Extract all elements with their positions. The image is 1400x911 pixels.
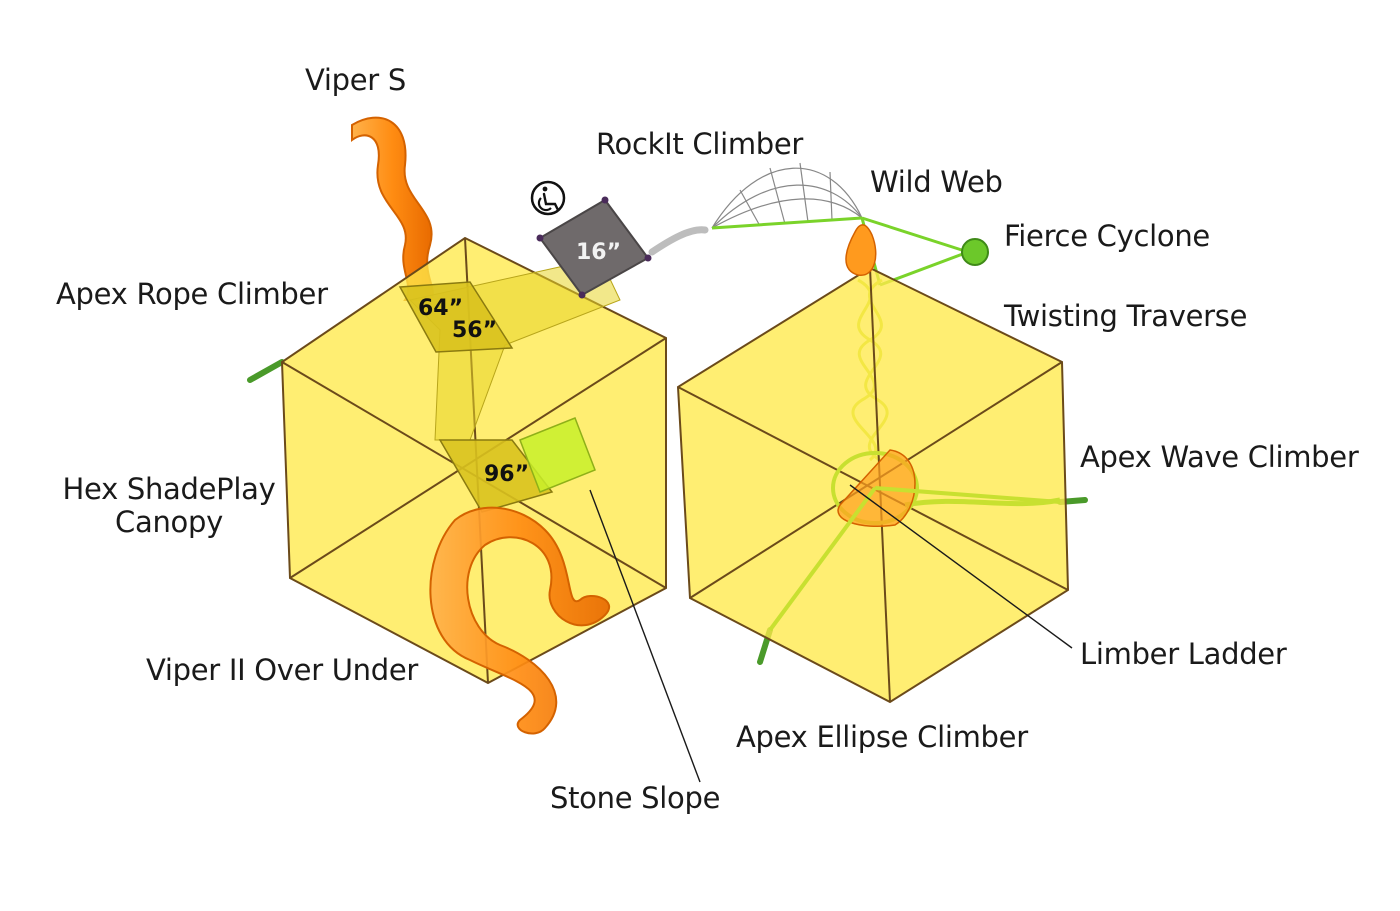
label-stone-slope: Stone Slope (550, 781, 721, 815)
label-apex-wave-climber: Apex Wave Climber (1080, 440, 1359, 474)
stone-slope-panel (519, 417, 596, 493)
label-viper-ii-over-under: Viper II Over Under (146, 653, 419, 687)
label-wild-web: Wild Web (870, 165, 1003, 199)
label-limber-ladder: Limber Ladder (1080, 637, 1287, 671)
deck-height-16: 16” (576, 240, 622, 265)
label-apex-ellipse-climber: Apex Ellipse Climber (736, 720, 1028, 754)
rockit-corner-pegs (536, 196, 652, 299)
label-viper-s: Viper S (305, 63, 406, 97)
wild-web-net (711, 162, 863, 229)
label-rockit-climber: RockIt Climber (596, 127, 804, 161)
viper-ii-over-under-slide (429, 506, 611, 735)
deck-height-56: 56” (452, 318, 498, 343)
rockit-chain (648, 226, 709, 256)
fierce-cyclone-body (845, 224, 877, 276)
climber-legs (768, 486, 1061, 632)
fierce-cyclone-disc (961, 238, 989, 266)
deck-64-56 (398, 281, 514, 353)
label-fierce-cyclone: Fierce Cyclone (1004, 219, 1210, 253)
label-hex-shadeplay-canopy: Hex ShadePlay Canopy (62, 472, 276, 540)
green-traverse-lines (711, 216, 969, 287)
deck-height-96: 96” (484, 462, 530, 487)
leader-lines (589, 484, 1073, 783)
label-twisting-traverse: Twisting Traverse (1004, 299, 1248, 333)
wheelchair-accessible-icon (530, 180, 566, 216)
deck-height-64: 64” (418, 296, 464, 321)
deck-96 (438, 439, 554, 513)
label-apex-rope-climber: Apex Rope Climber (56, 277, 328, 311)
